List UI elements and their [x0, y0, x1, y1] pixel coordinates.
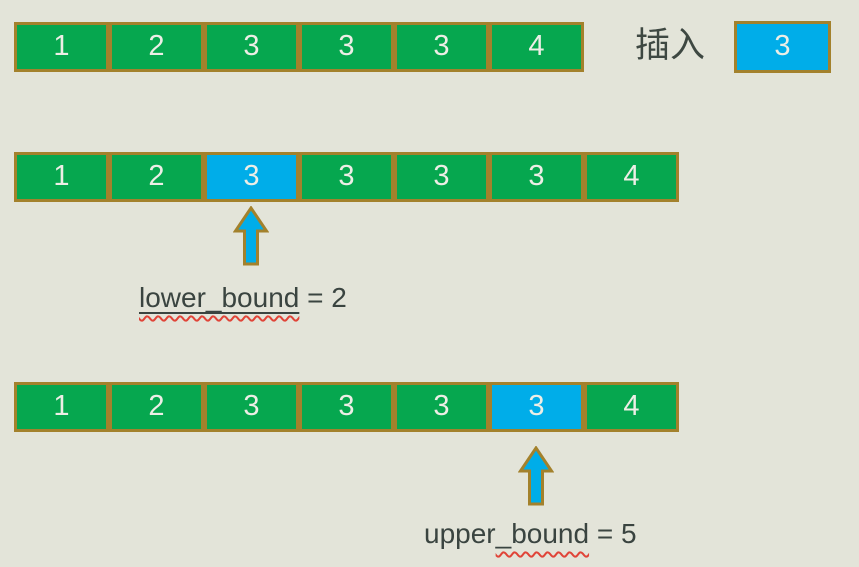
array-cell-highlighted: 3	[204, 152, 299, 202]
array-cell: 2	[109, 22, 204, 72]
array-cell: 4	[584, 152, 679, 202]
insert-label: 插入	[634, 26, 705, 65]
array-cell: 3	[299, 22, 394, 72]
array-cell: 2	[109, 382, 204, 432]
lower-bound-label: lower_bound = 2	[139, 282, 347, 313]
array-cell: 3	[394, 382, 489, 432]
array-cell: 3	[394, 22, 489, 72]
misspelled-word: lower_bound	[139, 282, 300, 313]
misspelled-word: _bound	[495, 518, 590, 549]
up-arrow-icon	[518, 446, 554, 506]
upper-bound-label: upper_bound = 5	[424, 518, 637, 549]
array-cell: 2	[109, 152, 204, 202]
array-cell: 3	[394, 152, 489, 202]
array-row-original: 1 2 3 3 3 4	[14, 22, 584, 72]
array-cell: 4	[489, 22, 584, 72]
array-cell: 3	[299, 382, 394, 432]
array-cell: 1	[14, 382, 109, 432]
array-row-lower-bound: 1 2 3 3 3 3 4	[14, 152, 679, 202]
array-cell: 3	[204, 382, 299, 432]
array-cell: 3	[489, 152, 584, 202]
array-cell: 1	[14, 152, 109, 202]
array-cell: 1	[14, 22, 109, 72]
array-cell: 3	[204, 22, 299, 72]
array-row-upper-bound: 1 2 3 3 3 3 4	[14, 382, 679, 432]
insert-value-cell: 3	[734, 21, 831, 73]
up-arrow-icon	[233, 206, 269, 266]
array-cell: 4	[584, 382, 679, 432]
array-cell: 3	[299, 152, 394, 202]
array-cell-highlighted: 3	[489, 382, 584, 432]
